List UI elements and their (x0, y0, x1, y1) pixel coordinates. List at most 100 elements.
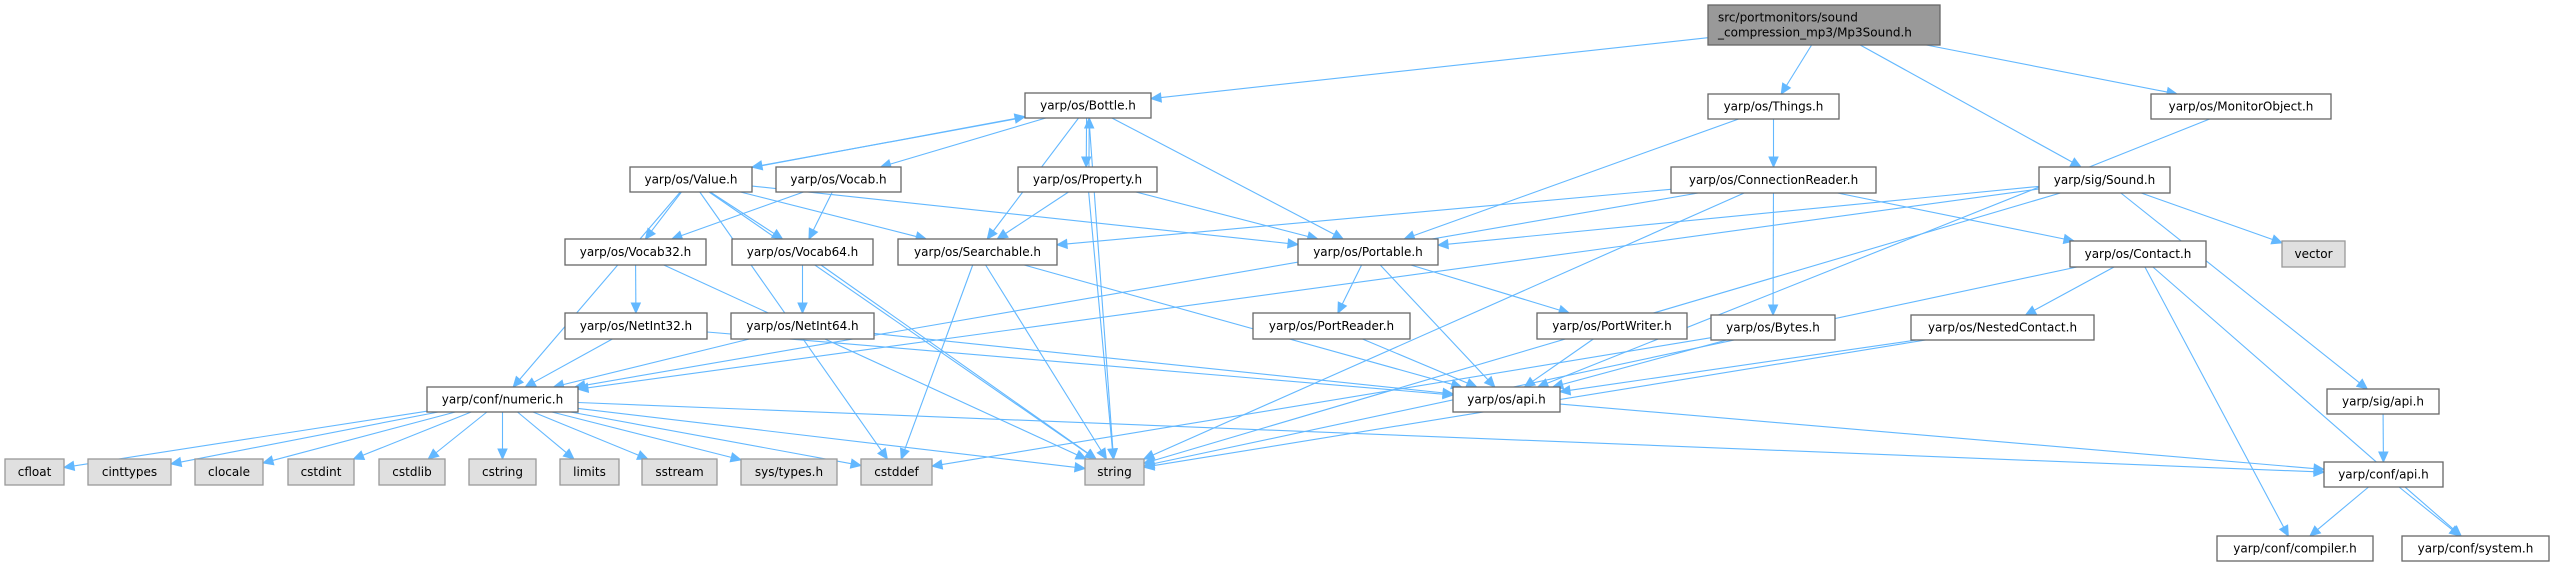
node-label: yarp/os/Portable.h (1313, 245, 1423, 259)
node-netint64[interactable]: yarp/os/NetInt64.h (730, 312, 875, 340)
edge-numeric-to-cfloat (62, 410, 428, 472)
node-netint32[interactable]: yarp/os/NetInt32.h (564, 312, 708, 340)
node-property[interactable]: yarp/os/Property.h (1017, 166, 1158, 193)
node-cstdint: cstdint (287, 458, 355, 486)
node-label: yarp/os/Vocab32.h (580, 245, 692, 259)
arrowhead-icon (1780, 82, 1792, 96)
node-box (2323, 461, 2444, 488)
arrowhead-icon (512, 375, 525, 388)
edge-line (1413, 118, 1739, 237)
node-box (641, 458, 718, 486)
node-bytes[interactable]: yarp/os/Bytes.h (1710, 314, 1836, 341)
edge-line (532, 411, 639, 456)
node-things[interactable]: yarp/os/Things.h (1707, 93, 1840, 120)
edge-sound-to-sigapi (2120, 192, 2369, 390)
node-box (1252, 312, 1411, 340)
node-portreader[interactable]: yarp/os/PortReader.h (1252, 312, 1411, 340)
arrowhead-icon (1331, 229, 1345, 240)
arrowhead-icon (2270, 234, 2284, 245)
node-vocab32[interactable]: yarp/os/Vocab32.h (564, 238, 707, 266)
edge-contact-to-nested (2024, 266, 2115, 316)
arrowhead-icon (1055, 238, 1068, 250)
node-box (731, 238, 874, 266)
node-portable[interactable]: yarp/os/Portable.h (1297, 238, 1439, 266)
node-box (1084, 458, 1145, 486)
node-searchable[interactable]: yarp/os/Searchable.h (897, 238, 1058, 266)
node-label: vector (2294, 247, 2332, 261)
node-box (378, 458, 446, 486)
edge-line (1559, 403, 2315, 470)
edge-value-to-vocab64 (709, 191, 784, 240)
arrowhead-icon (1149, 92, 1163, 103)
node-box (287, 458, 355, 486)
arrowhead-icon (1142, 460, 1156, 471)
node-sound[interactable]: yarp/sig/Sound.h (2038, 166, 2171, 194)
node-label: yarp/os/Things.h (1724, 100, 1824, 114)
arrowhead-icon (1523, 376, 1537, 388)
edge-numeric-to-clocale (261, 411, 456, 466)
node-bottle[interactable]: yarp/os/Bottle.h (1024, 92, 1152, 119)
node-vocab[interactable]: yarp/os/Vocab.h (775, 166, 902, 193)
edge-line (1023, 264, 1453, 385)
edge-contact-to-compiler (2144, 266, 2289, 538)
arrowhead-icon (1558, 385, 1572, 396)
node-box (2401, 535, 2550, 562)
arrowhead-icon (808, 227, 819, 241)
node-label: yarp/os/PortWriter.h (1552, 319, 1671, 333)
node-label: yarp/sig/api.h (2342, 395, 2424, 409)
node-vocab64[interactable]: yarp/os/Vocab64.h (731, 238, 874, 266)
arrowhead-icon (1436, 238, 1449, 250)
edge-root-to-bottle (1149, 37, 1709, 103)
node-osapi[interactable]: yarp/os/api.h (1452, 386, 1561, 413)
arrowhead-icon (1096, 447, 1108, 461)
edge-numeric-to-string (577, 407, 1087, 473)
arrowhead-icon (630, 302, 642, 315)
edge-bytes-to-cstddef (930, 337, 1712, 470)
edge-line (1088, 191, 1113, 450)
node-numeric[interactable]: yarp/conf/numeric.h (426, 386, 579, 413)
edge-line (1341, 264, 1363, 305)
node-label: cstring (482, 465, 523, 479)
node-compiler[interactable]: yarp/conf/compiler.h (2216, 535, 2374, 562)
edge-confapi-to-compiler (2309, 486, 2369, 537)
node-cstring: cstring (468, 458, 537, 486)
node-system[interactable]: yarp/conf/system.h (2401, 535, 2550, 562)
edge-vocab32-to-netint32 (630, 264, 642, 315)
node-label: yarp/conf/compiler.h (2233, 542, 2356, 556)
node-sigapi[interactable]: yarp/sig/api.h (2326, 388, 2440, 415)
node-label: cstddef (874, 465, 919, 479)
arrowhead-icon (169, 456, 183, 468)
node-value[interactable]: yarp/os/Value.h (629, 166, 753, 193)
edge-contact-to-string (1142, 266, 2078, 469)
edge-portable-to-portwriter (1410, 264, 1571, 315)
node-label: sstream (655, 465, 703, 479)
edge-line (2144, 266, 2285, 528)
edge-value-to-bottle (751, 113, 1027, 169)
edge-line (533, 338, 613, 383)
arrowhead-icon (1107, 448, 1118, 461)
node-confapi[interactable]: yarp/conf/api.h (2323, 461, 2444, 488)
edge-line (651, 191, 682, 232)
node-box (1017, 166, 1158, 193)
arrowhead-icon (524, 377, 537, 388)
arrowhead-icon (352, 450, 366, 461)
node-label: yarp/conf/system.h (2418, 542, 2534, 556)
node-contact[interactable]: yarp/os/Contact.h (2069, 240, 2207, 268)
arrowhead-icon (996, 228, 1009, 240)
node-connreader[interactable]: yarp/os/ConnectionReader.h (1670, 166, 1877, 194)
edge-property-to-portable (1135, 191, 1319, 242)
arrowhead-icon (877, 447, 889, 460)
edge-searchable-to-string (985, 264, 1108, 461)
edge-line (1135, 191, 1309, 238)
node-label: limits (573, 465, 606, 479)
arrowhead-icon (2278, 524, 2289, 538)
node-label: yarp/os/Vocab.h (790, 173, 886, 187)
node-cinttypes: cinttypes (87, 458, 172, 486)
node-label: yarp/os/Searchable.h (914, 245, 1041, 259)
nodes: src/portmonitors/sound_compression_mp3/M… (4, 4, 2550, 562)
node-monitor[interactable]: yarp/os/MonitorObject.h (2150, 93, 2332, 120)
edge-line (873, 332, 1444, 394)
node-nested[interactable]: yarp/os/NestedContact.h (1910, 314, 2095, 341)
node-portwriter[interactable]: yarp/os/PortWriter.h (1536, 312, 1688, 340)
